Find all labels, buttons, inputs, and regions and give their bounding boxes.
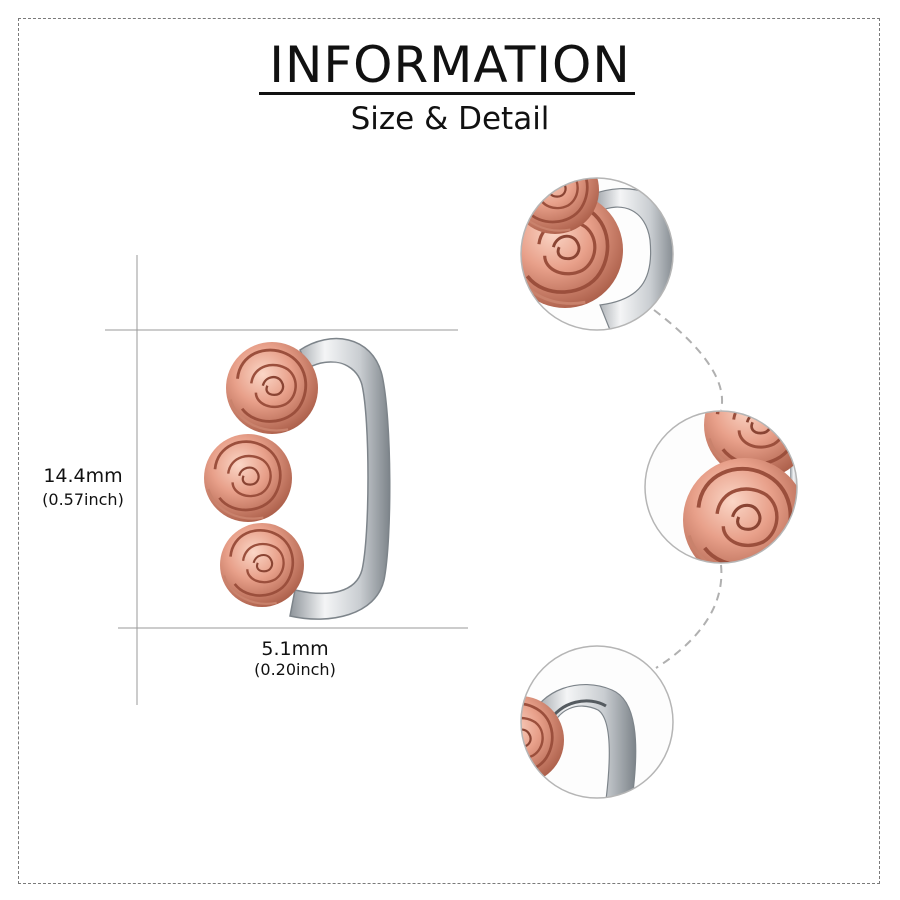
width-mm-label: 5.1mm (261, 638, 329, 660)
dashed-border (18, 18, 880, 884)
page-subtitle: Size & Detail (350, 101, 550, 137)
hoop-earring (202, 337, 391, 620)
hinge-detail (520, 645, 674, 799)
width-inch-label: (0.20inch) (254, 660, 336, 679)
connector-arc-bottom (655, 564, 723, 669)
height-mm-label: 14.4mm (43, 465, 123, 487)
rose-closeup-detail (644, 410, 798, 564)
title-underline (259, 92, 635, 95)
connector-arc-top (653, 309, 724, 411)
rose-clasp-detail (520, 177, 674, 331)
page-title: INFORMATION (269, 36, 631, 94)
height-inch-label: (0.57inch) (42, 490, 124, 509)
